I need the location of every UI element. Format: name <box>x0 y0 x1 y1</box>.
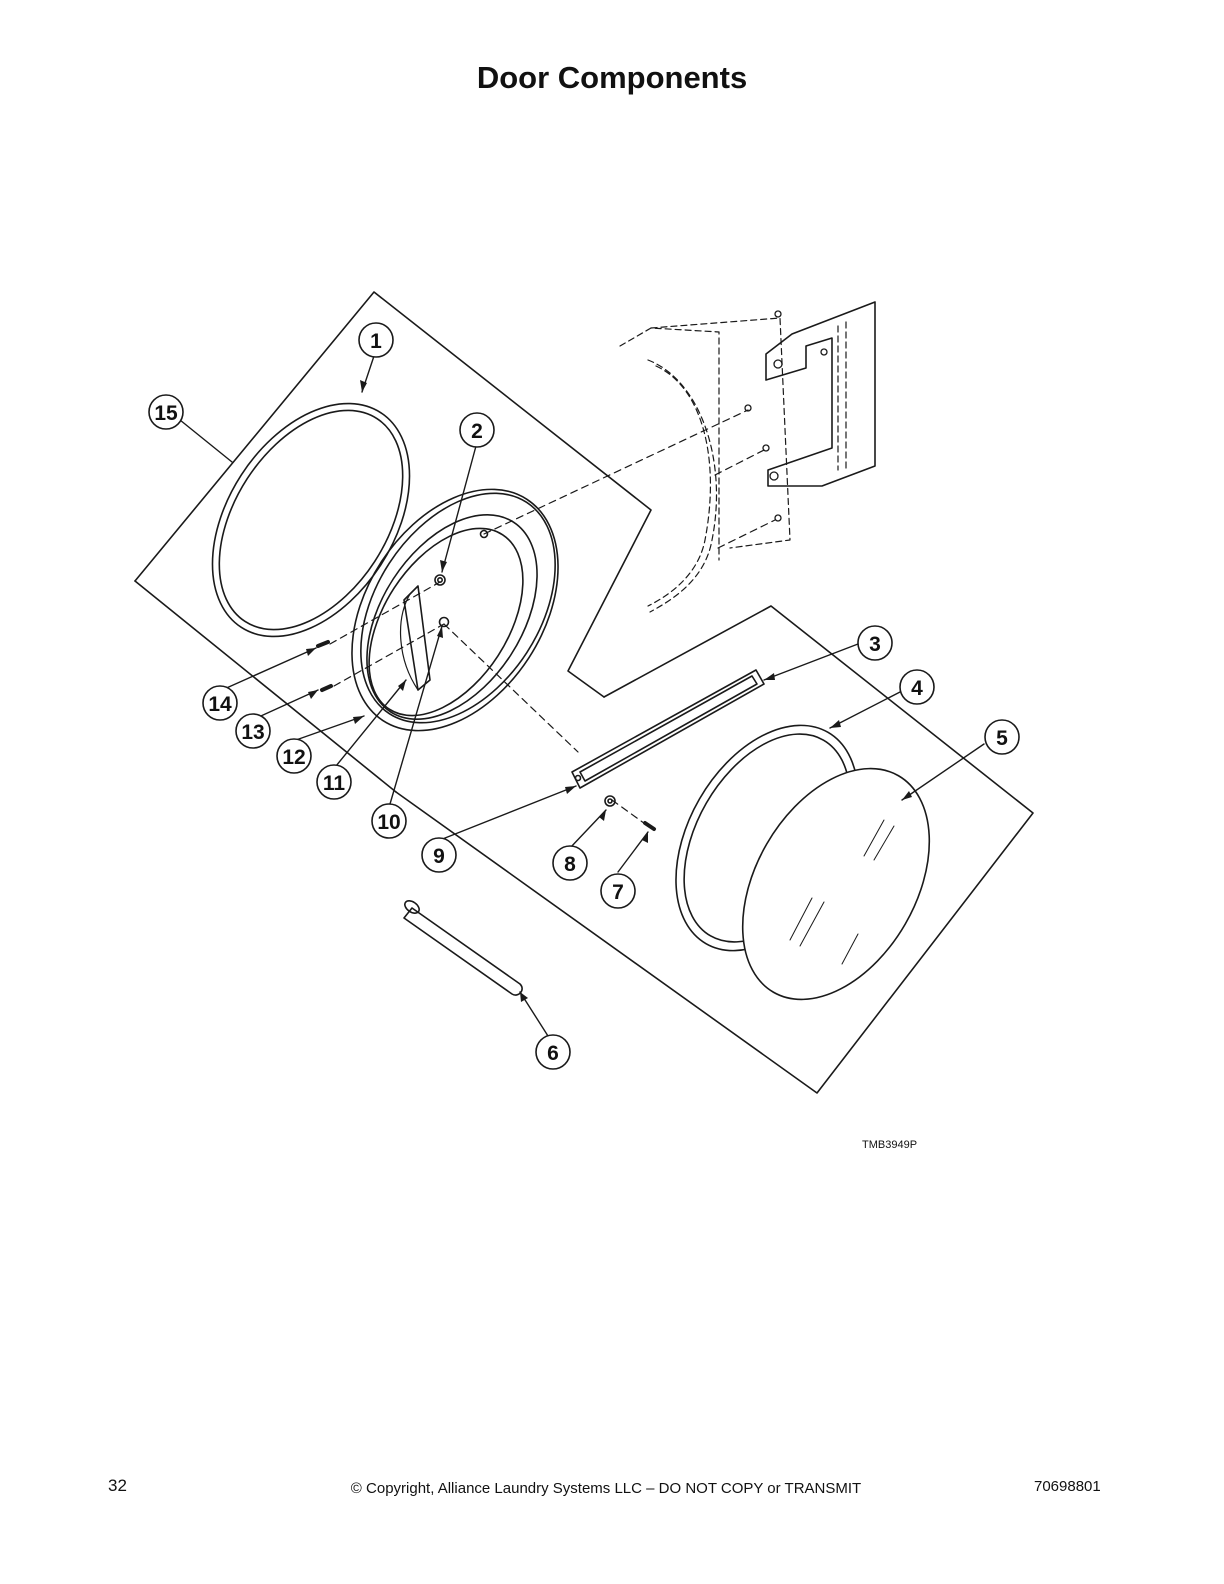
svg-text:8: 8 <box>564 853 576 876</box>
door-handle-pin <box>403 900 523 996</box>
callout-8: 8 <box>552 845 588 881</box>
callout-5: 5 <box>984 719 1020 755</box>
callout-2: 2 <box>459 412 495 448</box>
washer <box>604 795 616 807</box>
callout-9: 9 <box>421 837 457 873</box>
svg-text:2: 2 <box>471 420 483 443</box>
hinge-plate <box>403 585 431 691</box>
svg-text:12: 12 <box>282 746 305 769</box>
upper-panel-edge <box>134 580 397 793</box>
door-frame <box>351 488 559 732</box>
leader-arrowheads <box>306 380 912 1002</box>
screw-13 <box>320 684 333 692</box>
svg-text:9: 9 <box>433 845 445 868</box>
svg-text:13: 13 <box>241 721 264 744</box>
svg-text:5: 5 <box>996 727 1008 750</box>
nut-2 <box>434 574 446 586</box>
hinge-mounting-plate <box>765 301 876 487</box>
page-number: 32 <box>108 1476 127 1495</box>
svg-text:10: 10 <box>377 811 400 834</box>
svg-text:15: 15 <box>154 402 178 425</box>
callout-3: 3 <box>857 625 893 661</box>
copyright-text: © Copyright, Alliance Laundry Systems LL… <box>350 1480 862 1497</box>
upper-panel-outline <box>134 291 652 698</box>
callout-14: 14 <box>202 685 238 721</box>
callout-15: 15 <box>148 394 184 430</box>
svg-text:4: 4 <box>911 677 923 700</box>
callout-12: 12 <box>276 738 312 774</box>
page-title: Door Components <box>476 60 748 95</box>
callout-13: 13 <box>235 713 271 749</box>
svg-text:3: 3 <box>869 633 881 656</box>
hinge-strip <box>571 669 765 789</box>
svg-text:11: 11 <box>323 772 346 795</box>
callout-6: 6 <box>535 1034 571 1070</box>
callout-1: 1 <box>358 322 394 358</box>
callout-10: 10 <box>371 803 407 839</box>
door-glass <box>741 767 931 1001</box>
svg-text:7: 7 <box>612 881 624 904</box>
copyright-notice: © Copyright, Alliance Laundry Systems LL… <box>0 1480 1224 1497</box>
svg-text:14: 14 <box>208 693 232 716</box>
screw-7 <box>643 821 656 831</box>
svg-text:6: 6 <box>547 1042 559 1065</box>
callout-7: 7 <box>600 873 636 909</box>
callouts: 1 2 3 4 5 6 7 8 9 10 11 12 13 14 15 <box>148 322 1020 1070</box>
illustration-reference-code: TMB3949P <box>862 1139 918 1151</box>
hinge-bracket-assembly <box>619 317 847 613</box>
lower-panel-outline <box>395 605 1034 1094</box>
callout-4: 4 <box>899 669 935 705</box>
door-gasket-ring <box>211 402 411 638</box>
svg-text:1: 1 <box>370 330 382 353</box>
bracket-screws <box>744 310 828 522</box>
screw-14 <box>316 640 330 648</box>
leader-lines <box>179 355 985 1037</box>
callout-11: 11 <box>316 764 352 800</box>
document-number: 70698801 <box>1034 1478 1101 1495</box>
nut-10 <box>438 616 450 628</box>
